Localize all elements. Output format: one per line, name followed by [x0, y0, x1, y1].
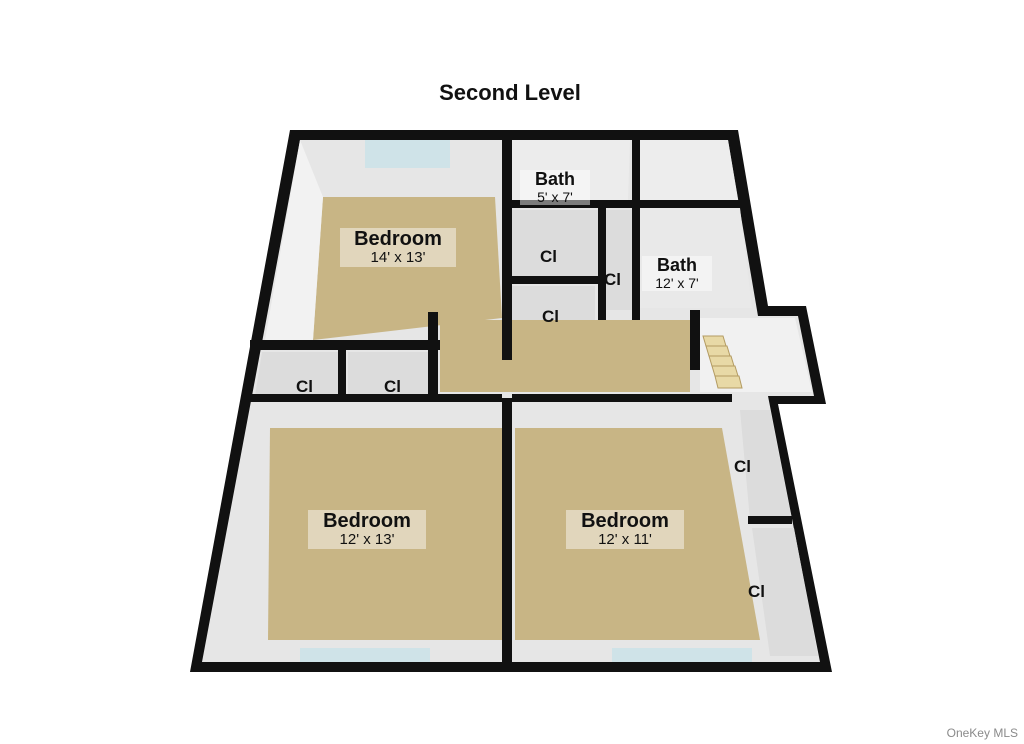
- closet-label: Cl: [748, 582, 765, 601]
- room-label-bedroom-sw: Bedroom 12' x 13': [308, 510, 426, 549]
- watermark: OneKey MLS: [946, 726, 1018, 740]
- bedroom-nw-floor: [313, 197, 502, 340]
- window-north: [365, 140, 450, 168]
- hallway-floor: [440, 320, 690, 392]
- room-name: Bath: [657, 255, 697, 275]
- closet-west-2: [348, 352, 428, 396]
- closet-center-3: [602, 210, 635, 310]
- bath-small-floor: [512, 140, 630, 200]
- closet-east-2: [752, 528, 818, 656]
- room-dims: 12' x 11': [598, 531, 652, 548]
- room-dims: 5' x 7': [537, 188, 573, 205]
- closet-label: Cl: [604, 270, 621, 289]
- room-dims: 12' x 13': [339, 531, 395, 548]
- closet-east-1: [740, 410, 792, 520]
- closet-label: Cl: [542, 307, 559, 326]
- room-label-bedroom-se: Bedroom 12' x 11': [566, 510, 684, 549]
- room-dims: 14' x 13': [370, 249, 426, 266]
- closet-label: Cl: [296, 377, 313, 396]
- window-south-2: [612, 648, 752, 662]
- closet-label: Cl: [384, 377, 401, 396]
- room-name: Bedroom: [323, 510, 411, 532]
- bedroom-nw-wallface: [265, 140, 323, 340]
- window-south-1: [300, 648, 430, 662]
- closet-center-1: [512, 210, 598, 276]
- upper-right-room: [640, 140, 738, 200]
- room-label-bedroom-nw: Bedroom 14' x 13': [340, 228, 456, 267]
- closet-label: Cl: [540, 247, 557, 266]
- interior-walls: [248, 130, 792, 668]
- staircase: [702, 335, 743, 389]
- closet-west-1: [255, 352, 338, 396]
- bedroom-sw-floor: [268, 428, 502, 640]
- room-dims: 12' x 7': [655, 274, 699, 291]
- room-name: Bedroom: [581, 510, 669, 532]
- plan-title: Second Level: [439, 80, 581, 105]
- room-label-bath-small: Bath 5' x 7': [520, 169, 590, 206]
- room-name: Bedroom: [354, 228, 442, 250]
- room-name: Bath: [535, 169, 575, 189]
- bath-large-floor: [640, 208, 752, 308]
- bedroom-se-floor: [515, 428, 760, 640]
- room-label-bath-large: Bath 12' x 7': [642, 255, 712, 292]
- closet-label: Cl: [734, 457, 751, 476]
